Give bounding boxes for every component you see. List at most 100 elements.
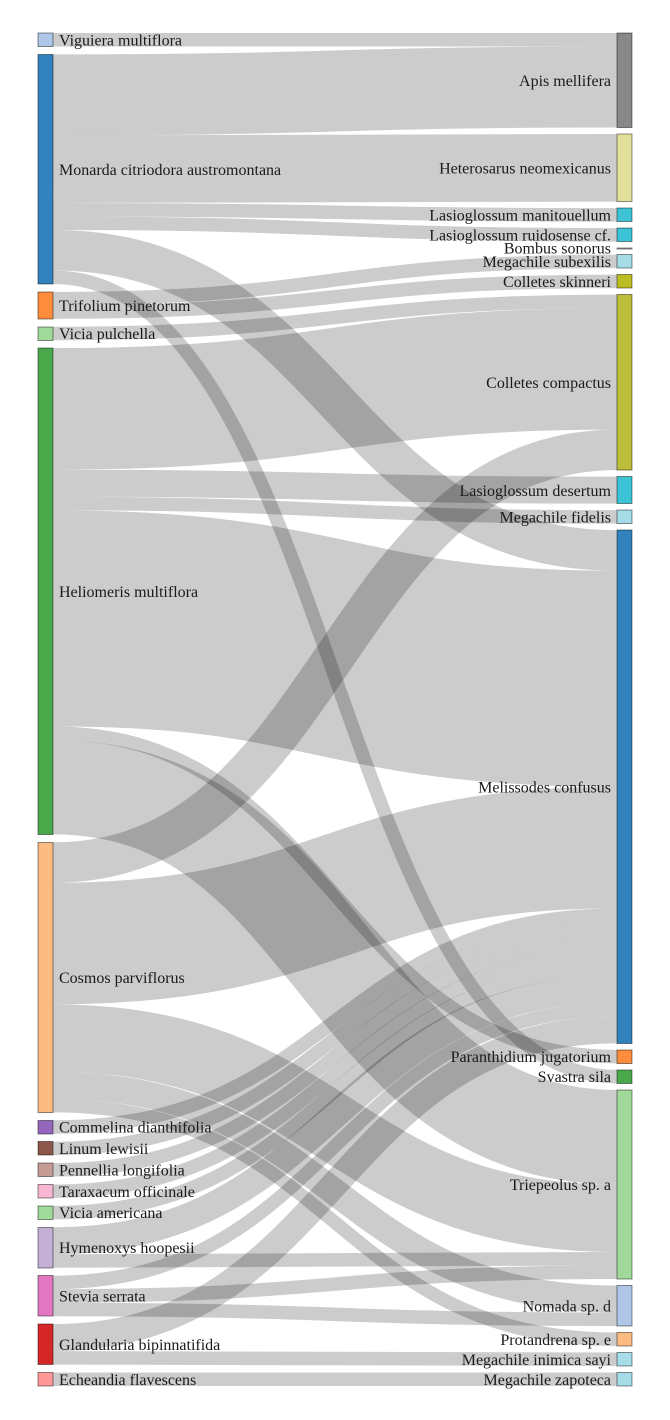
pollinator-node-colletes-compactus	[616, 294, 633, 471]
pollinator-node-paranthidium-jugatorium	[616, 1049, 633, 1064]
flow-link-heliomeris-multiflora-to-melissodes-confusus	[52, 510, 618, 787]
pollinator-node-bombus-sonorus	[616, 247, 633, 250]
flow-link-hymenoxys-hoopesii-to-melissodes-confusus	[52, 975, 618, 1255]
flow-link-cosmos-parviflorus-to-melissodes-confusus	[52, 786, 618, 1005]
flow-link-taraxacum-officinale-to-melissodes-confusus	[52, 948, 618, 1198]
plant-node-monarda-citriodora-austromontana	[37, 53, 54, 285]
pollinator-node-nomada-sp-d	[616, 1284, 633, 1327]
plant-label-viguiera-multiflora: Viguiera multiflora	[59, 32, 182, 49]
plant-node-commelina-dianthifolia	[37, 1119, 54, 1135]
pollinator-label-triepeolus-sp-a: Triepeolus sp. a	[510, 1177, 611, 1194]
plant-label-vicia-americana: Vicia americana	[59, 1205, 162, 1222]
flow-link-heliomeris-multiflora-to-colletes-compactus	[52, 308, 618, 470]
flow-link-monarda-citriodora-austromontana-to-heterosarus-neomexicanus	[52, 134, 618, 203]
plant-node-linum-lewisii	[37, 1141, 54, 1156]
pollinator-label-nomada-sp-d: Nomada sp. d	[523, 1298, 611, 1315]
plant-node-heliomeris-multiflora	[37, 347, 54, 835]
flow-link-stevia-serrata-to-triepeolus-sp-a	[52, 1265, 618, 1303]
plant-label-glandularia-bipinnatifida: Glandularia bipinnatifida	[59, 1337, 220, 1354]
plant-node-pennellia-longifolia	[37, 1162, 54, 1178]
plant-node-vicia-pulchella	[37, 326, 54, 341]
pollinator-node-triepeolus-sp-a	[616, 1089, 633, 1280]
plant-node-vicia-americana	[37, 1205, 54, 1220]
pollinator-node-lasioglossum-desertum	[616, 476, 633, 505]
pollinator-label-colletes-skinneri: Colletes skinneri	[503, 274, 612, 291]
plant-label-echeandia-flavescens: Echeandia flavescens	[59, 1372, 196, 1389]
pollinator-node-megachile-subexilis	[616, 254, 633, 269]
pollinator-node-megachile-fidelis	[616, 509, 633, 525]
plant-label-hymenoxys-hoopesii: Hymenoxys hoopesii	[59, 1240, 195, 1257]
flow-link-heliomeris-multiflora-to-megachile-fidelis	[52, 496, 618, 524]
flow-link-trifolium-pinetorum-to-megachile-subexilis	[52, 254, 618, 306]
pollinator-node-colletes-skinneri	[616, 274, 633, 289]
pollinator-node-megachile-inimica-sayi	[616, 1351, 633, 1367]
pollinator-label-paranthidium-jugatorium: Paranthidium jugatorium	[451, 1049, 612, 1066]
plant-label-stevia-serrata: Stevia serrata	[59, 1289, 146, 1306]
pollinator-node-lasioglossum-manitouellum	[616, 207, 633, 223]
flow-link-vicia-pulchella-to-colletes-compactus	[52, 294, 618, 341]
plant-label-taraxacum-officinale: Taraxacum officinale	[59, 1184, 195, 1201]
plant-node-glandularia-bipinnatifida	[37, 1323, 54, 1366]
pollinator-node-melissodes-confusus	[616, 529, 633, 1044]
flow-link-heliomeris-multiflora-to-paranthidium-jugatorium	[52, 726, 618, 1064]
pollinator-label-bombus-sonorus: Bombus sonorus	[504, 241, 611, 258]
pollinator-label-lasioglossum-ruidosense-cf: Lasioglossum ruidosense cf.	[429, 227, 611, 244]
plant-node-echeandia-flavescens	[37, 1371, 54, 1387]
pollinator-label-megachile-zapoteca: Megachile zapoteca	[484, 1372, 611, 1389]
plant-node-stevia-serrata	[37, 1275, 54, 1317]
pollinator-label-colletes-compactus: Colletes compactus	[486, 375, 611, 392]
pollinator-label-protandrena-sp-e: Protandrena sp. e	[500, 1332, 611, 1349]
flow-link-vicia-americana-to-melissodes-confusus	[52, 962, 618, 1220]
flow-link-cosmos-parviflorus-to-triepeolus-sp-a	[52, 1004, 618, 1252]
pollinator-node-megachile-zapoteca	[616, 1371, 633, 1387]
flow-link-stevia-serrata-to-nomada-sp-d	[52, 1302, 618, 1326]
flow-link-stevia-serrata-to-melissodes-confusus	[52, 1002, 618, 1290]
flow-link-cosmos-parviflorus-to-colletes-compactus	[52, 429, 618, 883]
pollinator-label-lasioglossum-desertum: Lasioglossum desertum	[459, 483, 611, 500]
sankey-nodes	[37, 32, 633, 1387]
plant-label-pennellia-longifolia: Pennellia longifolia	[59, 1162, 185, 1179]
flow-link-monarda-citriodora-austromontana-to-apis-mellifera	[52, 46, 618, 136]
plant-node-hymenoxys-hoopesii	[37, 1226, 54, 1269]
pollinator-label-svastra-sila: Svastra sila	[538, 1069, 611, 1086]
flow-link-glandularia-bipinnatifida-to-megachile-inimica-sayi	[52, 1351, 618, 1366]
pollinator-label-megachile-inimica-sayi: Megachile inimica sayi	[462, 1352, 612, 1369]
flow-link-glandularia-bipinnatifida-to-melissodes-confusus	[52, 1016, 618, 1352]
flow-link-monarda-citriodora-austromontana-to-melissodes-confusus	[52, 229, 618, 571]
plant-label-cosmos-parviflorus: Cosmos parviflorus	[59, 970, 185, 987]
pollinator-label-megachile-subexilis: Megachile subexilis	[483, 254, 611, 271]
pollinator-node-protandrena-sp-e	[616, 1331, 633, 1347]
pollinator-node-lasioglossum-ruidosense-cf	[616, 227, 633, 243]
sankey-links	[51, 32, 619, 1387]
flow-link-cosmos-parviflorus-to-protandrena-sp-e	[52, 1098, 618, 1346]
flow-link-hymenoxys-hoopesii-to-triepeolus-sp-a	[52, 1251, 618, 1268]
flow-link-heliomeris-multiflora-to-triepeolus-sp-a	[51, 739, 619, 1185]
flow-link-pennellia-longifolia-to-melissodes-confusus	[52, 935, 618, 1177]
plant-label-heliomeris-multiflora: Heliomeris multiflora	[59, 584, 198, 601]
pollinator-label-melissodes-confusus: Melissodes confusus	[478, 779, 611, 796]
plant-label-linum-lewisii: Linum lewisii	[59, 1141, 149, 1158]
flow-link-monarda-citriodora-austromontana-to-svastra-sila	[52, 270, 618, 1084]
flow-link-monarda-citriodora-austromontana-to-lasioglossum-ruidosense-cf	[52, 216, 618, 242]
flow-link-monarda-citriodora-austromontana-to-lasioglossum-manitouellum	[52, 202, 618, 222]
pollinator-node-apis-mellifera	[616, 32, 633, 129]
flow-link-cosmos-parviflorus-to-nomada-sp-d	[52, 1071, 618, 1313]
flow-link-commelina-dianthifolia-to-melissodes-confusus	[52, 908, 618, 1134]
pollinator-label-apis-mellifera: Apis mellifera	[519, 73, 611, 90]
plant-node-trifolium-pinetorum	[37, 291, 54, 320]
plant-label-vicia-pulchella: Vicia pulchella	[59, 326, 155, 343]
pollinator-node-svastra-sila	[616, 1069, 633, 1084]
pollinator-label-megachile-fidelis: Megachile fidelis	[499, 510, 611, 527]
plant-label-trifolium-pinetorum: Trifolium pinetorum	[59, 298, 191, 315]
plant-label-commelina-dianthifolia: Commelina dianthifolia	[59, 1120, 211, 1137]
plant-node-taraxacum-officinale	[37, 1183, 54, 1199]
plant-node-cosmos-parviflorus	[37, 841, 54, 1113]
plant-node-viguiera-multiflora	[37, 32, 54, 48]
flow-link-linum-lewisii-to-melissodes-confusus	[52, 921, 618, 1156]
pollinator-node-heterosarus-neomexicanus	[616, 133, 633, 203]
pollinator-label-heterosarus-neomexicanus: Heterosarus neomexicanus	[439, 160, 611, 177]
flow-link-heliomeris-multiflora-to-lasioglossum-desertum	[52, 469, 618, 504]
plant-label-monarda-citriodora-austromontana: Monarda citriodora austromontana	[59, 162, 281, 179]
